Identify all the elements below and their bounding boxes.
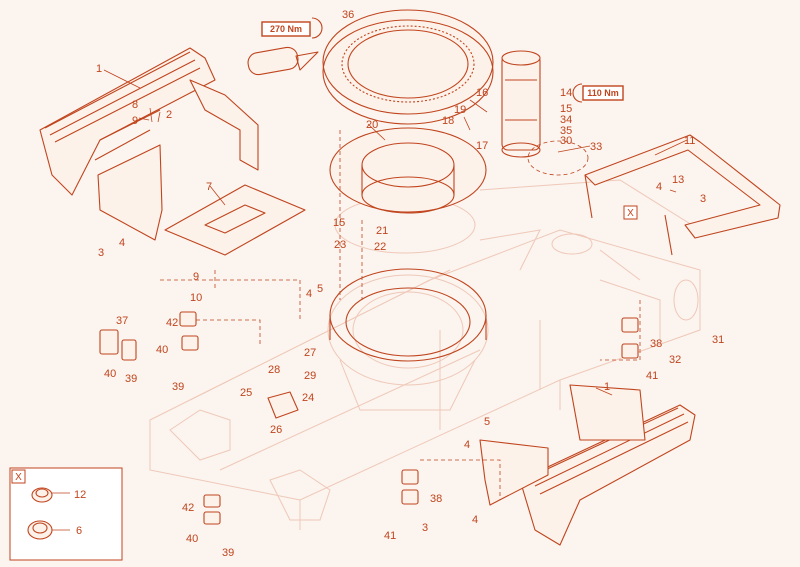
rotary-joint xyxy=(501,50,541,158)
callout-3-right: 3 xyxy=(700,193,706,205)
callout-6: 6 xyxy=(76,525,82,537)
leader-lines xyxy=(103,69,688,396)
detail-marker-main: X xyxy=(623,205,638,220)
seal-ring xyxy=(527,140,589,176)
detail-marker-inset-label: X xyxy=(15,472,22,483)
callout-40-bottom: 40 xyxy=(186,533,198,545)
detail-marker-main-label: X xyxy=(627,208,634,219)
bracket-left xyxy=(189,79,259,171)
turntable-ring xyxy=(329,127,487,214)
clamp-blocks xyxy=(99,311,639,525)
callout-14: 14 xyxy=(560,87,572,99)
torque-270-label: 270 Nm xyxy=(270,24,302,34)
callout-31: 31 xyxy=(712,334,724,346)
callout-4-center: 4 xyxy=(306,288,312,300)
step-right xyxy=(479,384,696,546)
callout-20: 20 xyxy=(366,119,378,131)
callout-10: 10 xyxy=(190,292,202,304)
torque-110-label: 110 Nm xyxy=(587,88,619,98)
callout-41-right: 41 xyxy=(646,370,658,382)
callout-38-bottom: 38 xyxy=(430,493,442,505)
plug-large xyxy=(31,487,53,503)
cover-plate xyxy=(164,184,306,256)
callout-18: 18 xyxy=(442,115,454,127)
callout-15-center: 15 xyxy=(333,217,345,229)
callout-11: 11 xyxy=(684,135,695,147)
base-frame-ghost xyxy=(149,179,701,530)
callout-30: 30 xyxy=(560,135,572,147)
callout-5-center: 5 xyxy=(317,283,323,295)
callout-24: 24 xyxy=(302,392,314,404)
callout-9-bottom: 9 xyxy=(193,271,199,283)
callout-13: 13 xyxy=(672,174,684,186)
callout-36: 36 xyxy=(342,9,354,21)
callout-16: 16 xyxy=(476,87,488,99)
callout-33: 33 xyxy=(590,141,602,153)
callout-22: 22 xyxy=(374,241,386,253)
callout-28: 28 xyxy=(268,364,280,376)
callout-21: 21 xyxy=(376,225,388,237)
part-callouts: 1 1 2 3 3 3 4 4 4 4 4 5 5 6 7 8 9 9 10 1… xyxy=(74,9,724,559)
plug-small xyxy=(27,520,53,540)
callout-12: 12 xyxy=(74,489,86,501)
callout-4-bottom: 4 xyxy=(472,514,478,526)
torque-callout-270: 270 Nm xyxy=(261,17,323,39)
callout-5-middle: 5 xyxy=(484,416,490,428)
callout-42-bottom: 42 xyxy=(182,502,194,514)
inset-panel xyxy=(9,467,123,561)
callout-39-left: 39 xyxy=(125,373,137,385)
callout-8: 8 xyxy=(132,99,138,111)
callout-19: 19 xyxy=(454,104,466,116)
lower-slew-ring xyxy=(329,268,487,362)
callout-39-bottom: 39 xyxy=(222,547,234,559)
callout-29: 29 xyxy=(304,370,316,382)
pin-tool xyxy=(247,46,319,76)
callout-37: 37 xyxy=(116,315,128,327)
callout-38-right: 38 xyxy=(650,338,662,350)
callout-4-middle: 4 xyxy=(464,439,470,451)
callout-32: 32 xyxy=(669,354,681,366)
callout-3-bottom: 3 xyxy=(422,522,428,534)
callout-3-left: 3 xyxy=(98,247,104,259)
callout-7: 7 xyxy=(206,181,212,193)
mounting-bracket xyxy=(267,391,299,419)
callout-4-left: 4 xyxy=(119,237,125,249)
torque-callout-110: 110 Nm xyxy=(572,83,624,103)
callout-23: 23 xyxy=(334,239,346,251)
callout-1-right: 1 xyxy=(604,381,610,393)
callout-42-left: 42 xyxy=(166,317,178,329)
callout-27: 27 xyxy=(304,347,316,359)
callout-41-bottom: 41 xyxy=(384,530,396,542)
callout-25: 25 xyxy=(240,387,252,399)
callout-9-top: 9 xyxy=(132,115,138,127)
callout-35: 35 xyxy=(560,125,572,137)
callout-26: 26 xyxy=(270,424,282,436)
assembly-lines xyxy=(160,130,641,500)
callout-1-left: 1 xyxy=(96,63,102,75)
callout-4-right: 4 xyxy=(656,181,662,193)
callout-40-left: 40 xyxy=(104,368,116,380)
handrail-right xyxy=(584,134,781,256)
callout-15-right: 15 xyxy=(560,103,572,115)
callout-40-center: 40 xyxy=(156,344,168,356)
callout-17: 17 xyxy=(476,140,488,152)
step-left xyxy=(39,47,216,241)
slew-ring-gear xyxy=(322,9,494,125)
callout-39-center: 39 xyxy=(172,381,184,393)
callout-34: 34 xyxy=(560,114,572,126)
callout-2: 2 xyxy=(166,109,172,121)
detail-marker-inset: X xyxy=(11,469,26,484)
